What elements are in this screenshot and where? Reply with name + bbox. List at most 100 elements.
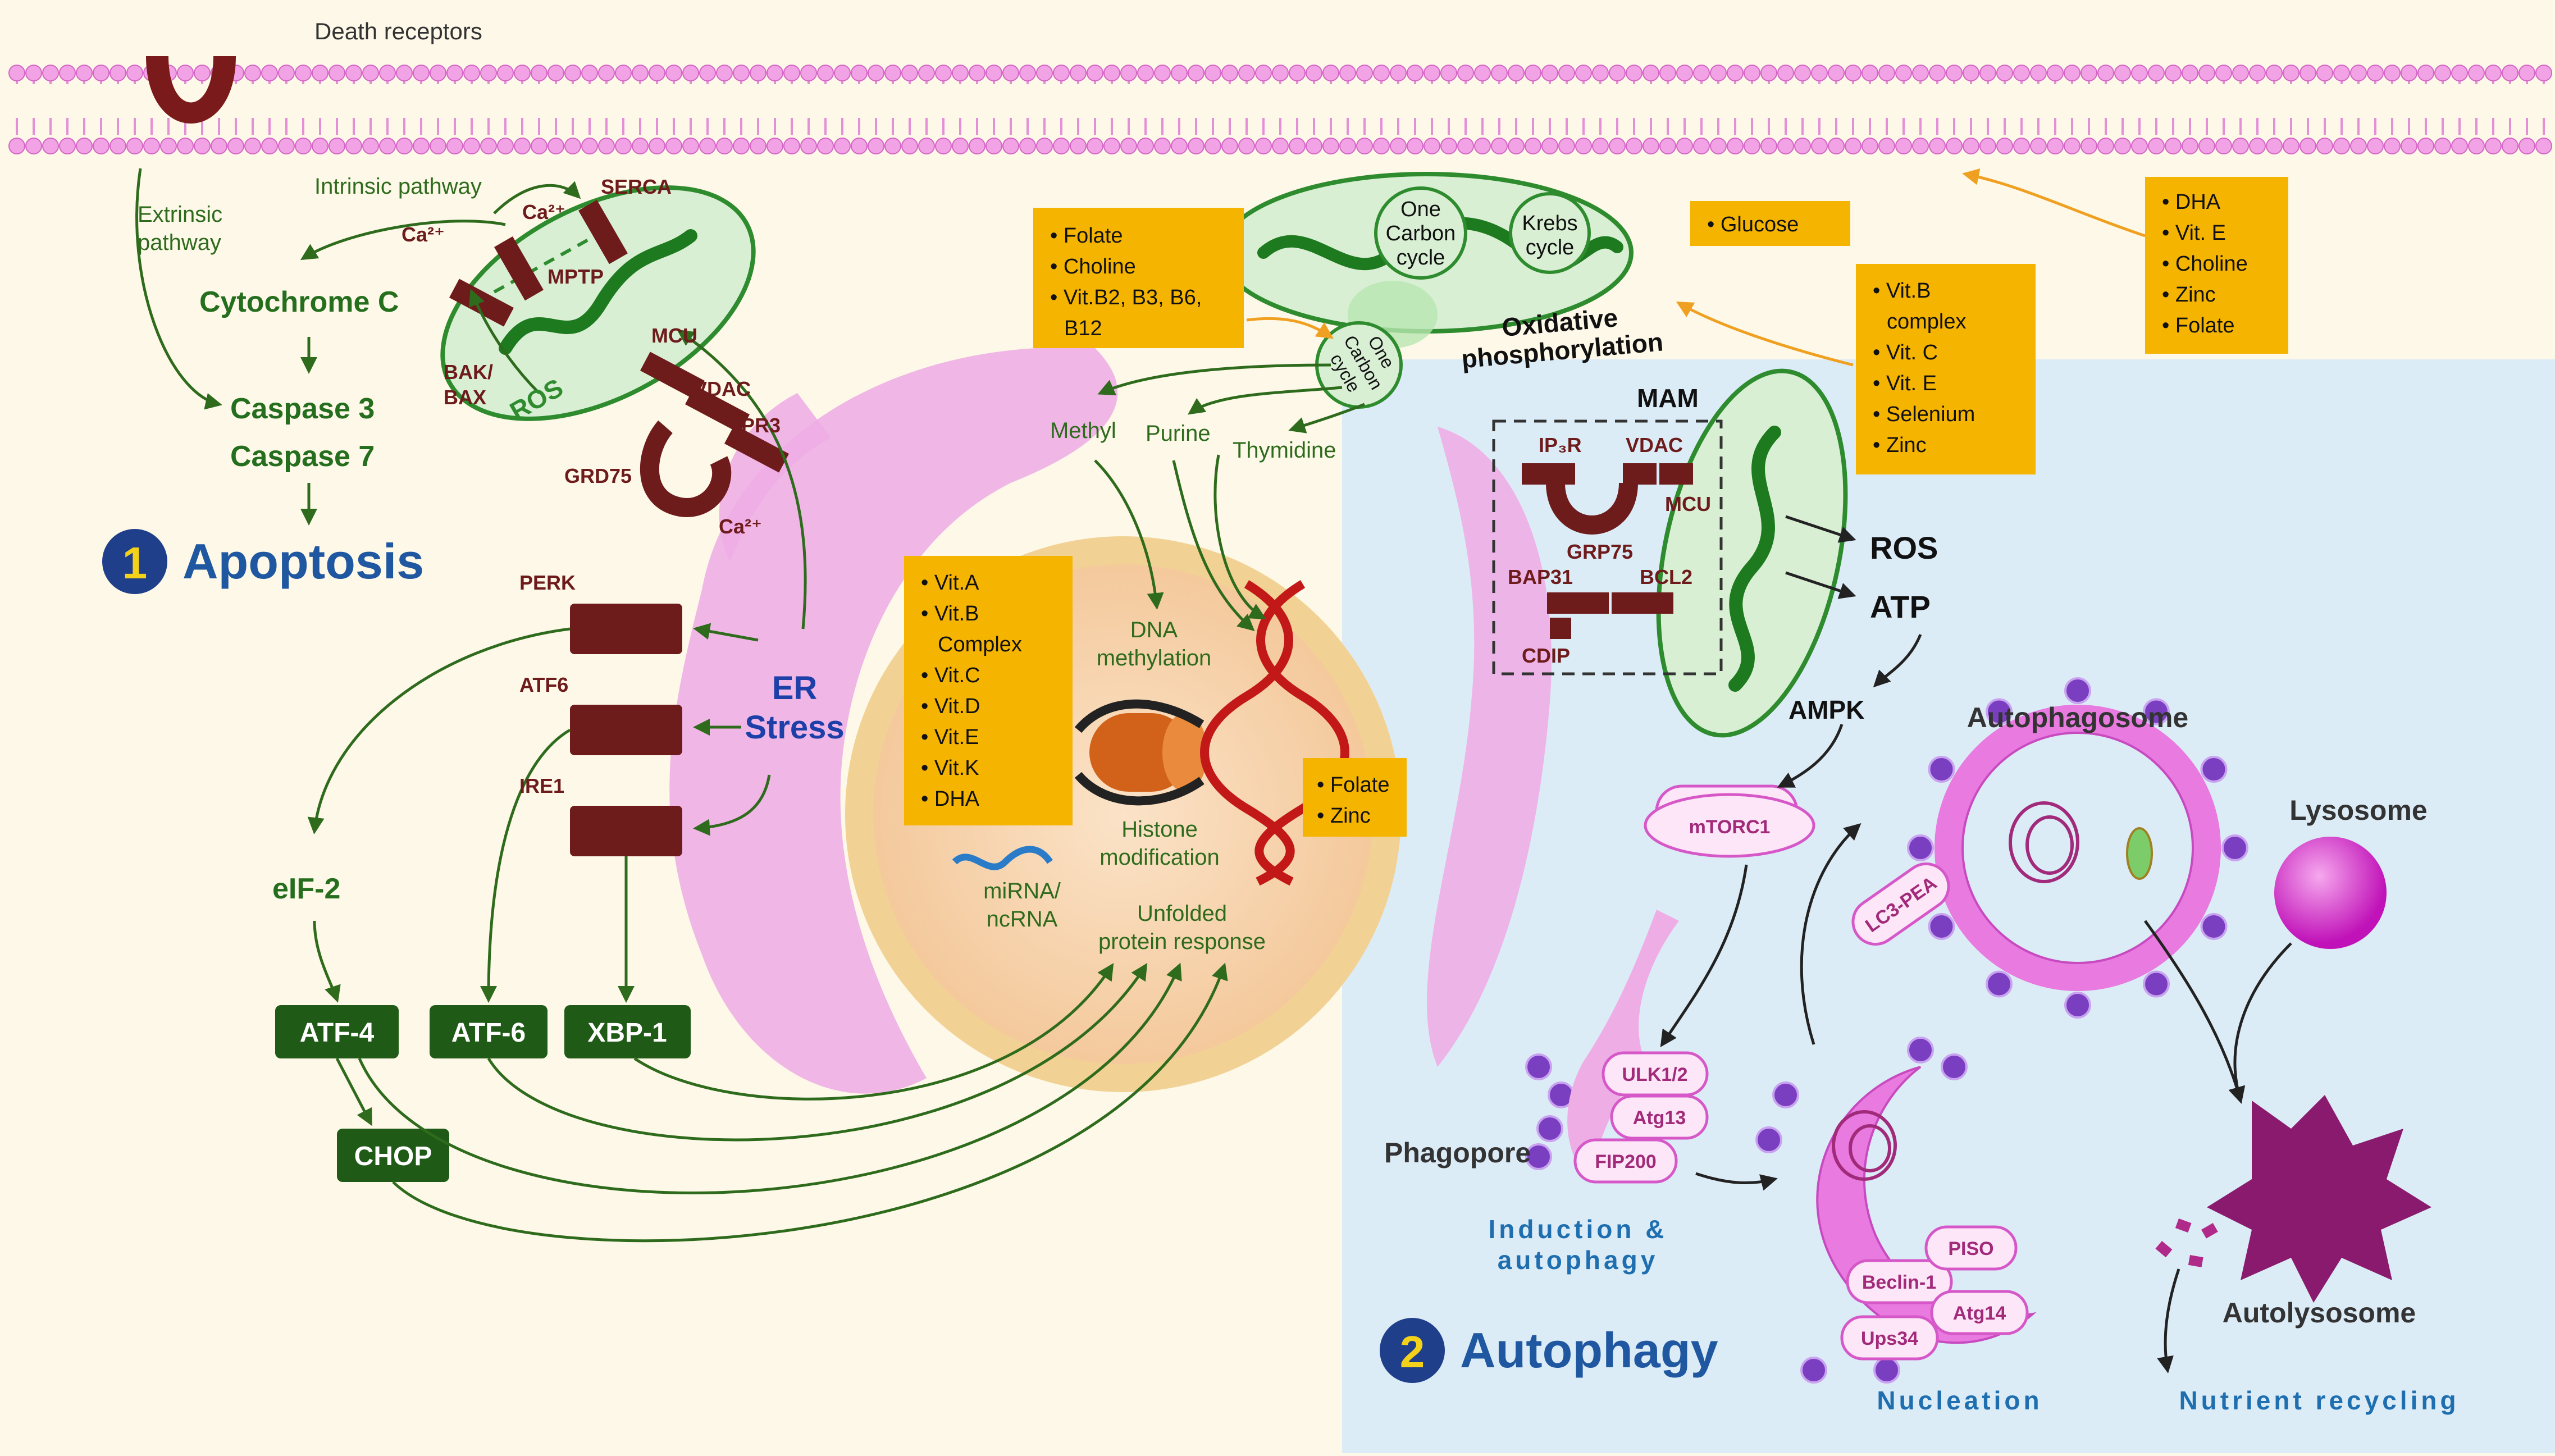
histone-icon (1074, 699, 1207, 806)
death-receptor (146, 56, 236, 124)
box5-line6: • Vit.E (921, 725, 979, 749)
mam-box (1492, 419, 1723, 675)
box4-line1: • DHA (2162, 190, 2221, 214)
box6-line1: • Folate (1317, 773, 1390, 797)
chop-box-label: CHOP (354, 1142, 432, 1171)
ros-label: ROS (1870, 530, 1938, 565)
cell-membrane (8, 65, 2552, 154)
green-arrows (135, 168, 1365, 1243)
box3-line3: • Vit. C (1873, 341, 1938, 364)
vdac-label: VDAC (694, 377, 751, 400)
box3-line1: • Vit.B (1873, 279, 1931, 303)
upr-label-2: protein response (1098, 929, 1266, 954)
box1-line3: • Vit.B2, B3, B6, (1050, 286, 1202, 309)
membrane-dots (1525, 677, 2248, 1384)
piso-label: PISO (1948, 1238, 1993, 1259)
box5-line7: • Vit.K (921, 756, 979, 780)
autolysosome-icon (2207, 1095, 2431, 1303)
box4-line4: • Zinc (2162, 283, 2216, 307)
grd75-arc (640, 420, 732, 517)
atf6-box (430, 1005, 548, 1058)
apoptosis-title: Apoptosis (182, 533, 424, 589)
mptp-label: MPTP (548, 265, 604, 288)
cdip-label: CDIP (1522, 644, 1570, 667)
perk-label: PERK (519, 571, 576, 594)
box5-line8: • DHA (921, 787, 980, 811)
caspase7-label: Caspase 7 (230, 440, 375, 473)
box2-line1: • Glucose (1707, 213, 1799, 236)
ire1-label: IRE1 (519, 774, 564, 797)
atg14-label: Atg14 (1953, 1303, 2006, 1324)
er-stress-label-2: Stress (745, 709, 844, 746)
ulk-label: ULK1/2 (1622, 1064, 1687, 1085)
induction-label-1: Induction & (1489, 1215, 1668, 1244)
one-carbon-text-3: cycle (1397, 246, 1445, 270)
ire1-receptor (570, 806, 682, 856)
cytochrome-c-label: Cytochrome C (199, 286, 399, 318)
atf4-box (275, 1005, 399, 1058)
mito-crista-apoptosis (499, 229, 697, 355)
atf6-box-label: ATF-6 (451, 1018, 526, 1048)
mam-vdac-label: VDAC (1626, 433, 1683, 457)
krebs-text-2: cycle (1526, 236, 1575, 259)
autophagy-title: Autophagy (1460, 1322, 1718, 1378)
thymidine-label: Thymidine (1233, 438, 1336, 463)
mtorc1-pill (1644, 793, 1815, 858)
autophagy-number-badge (1380, 1318, 1445, 1383)
box4-line2: • Vit. E (2162, 221, 2226, 245)
box5-line4: • Vit.C (921, 664, 980, 687)
eif2-label: eIF-2 (272, 873, 340, 905)
autophagy-number: 2 (1400, 1327, 1425, 1377)
box5-line1: • Vit.A (921, 571, 979, 595)
box5-line5: • Vit.D (921, 695, 980, 718)
recycled-fragments (2155, 1218, 2218, 1267)
er-strand-right (1427, 427, 1552, 1067)
endoplasmic-reticulum (669, 347, 1118, 1094)
ca-label-2: Ca²⁺ (402, 223, 445, 246)
fip200-label: FIP200 (1595, 1151, 1657, 1172)
box5-line3: Complex (938, 633, 1022, 656)
box3-line4: • Vit. E (1873, 372, 1937, 395)
nutrient-recycling-label: Nutrient recycling (2179, 1386, 2459, 1415)
autophagosome-label: Autophagosome (1967, 702, 2188, 733)
mirna-icon (952, 846, 1053, 870)
serca-label: SERCA (601, 175, 672, 198)
mito-crista-mam (1728, 426, 1781, 692)
dna-methylation-label-1: DNA (1130, 618, 1178, 642)
box1-line4: B12 (1064, 317, 1102, 340)
upr-label-1: Unfolded (1137, 901, 1227, 926)
nutrient-boxes (904, 177, 2288, 837)
black-arrows (1660, 515, 2292, 1373)
chop-box (337, 1129, 449, 1182)
lysosome-label: Lysosome (2289, 795, 2427, 826)
dna-methylation-label-2: methylation (1097, 646, 1212, 670)
box3-line5: • Selenium (1873, 403, 1975, 426)
box1-line1: • Folate (1050, 224, 1123, 248)
atf6-label: ATF6 (519, 673, 568, 696)
orange-arrows (1246, 168, 2146, 367)
intrinsic-pathway-label: Intrinsic pathway (314, 174, 482, 199)
phagopore-membrane (1567, 910, 1679, 1179)
box5-line2: • Vit.B (921, 602, 979, 626)
methyl-label: Methyl (1050, 418, 1116, 443)
one-carbon-text-2: Carbon (1386, 222, 1456, 245)
mirna-label-2: ncRNA (987, 907, 1058, 932)
krebs-cycle-circle (1509, 192, 1591, 274)
atf6-receptor (570, 705, 682, 755)
phagophore-cargo (1832, 1110, 1897, 1181)
death-receptors-label: Death receptors (314, 18, 482, 44)
mtorc1-label: mTORC1 (1689, 816, 1771, 838)
krebs-text-1: Krebs (1522, 212, 1577, 235)
xbp1-box-label: XBP-1 (587, 1018, 667, 1048)
histone-label-2: modification (1099, 845, 1219, 870)
mam-title: MAM (1637, 384, 1699, 413)
box3-line6: • Zinc (1873, 433, 1927, 457)
mirna-label-1: miRNA/ (983, 879, 1061, 903)
bcl2-label: BCL2 (1640, 565, 1692, 588)
caspase3-label: Caspase 3 (230, 392, 375, 425)
bap31-label: BAP31 (1508, 565, 1573, 588)
autophagosome (1934, 705, 2221, 991)
mcu-label: MCU (651, 324, 697, 347)
